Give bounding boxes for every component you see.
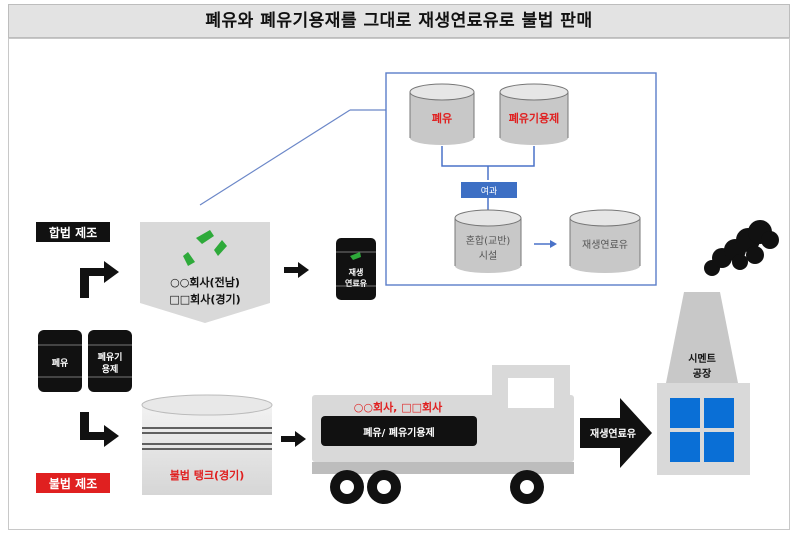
truck-cargo: 폐유/ 폐유기용제 [363, 426, 435, 439]
legal-label: 합법 제조 [49, 225, 97, 240]
drum-waste-oil-label: 폐유 [52, 357, 69, 369]
tanker-truck: ○○회사, □□회사 폐유/ 폐유기용제 [312, 365, 574, 504]
company-line-2: □□회사(경기) [169, 292, 240, 306]
illegal-tank-label: 불법 탱크(경기) [170, 468, 245, 482]
recycle-icon [183, 230, 227, 266]
smoke-icon [704, 220, 779, 276]
drum-regen-fuel: 재생 연료유 [336, 238, 376, 300]
truck-wheel-3 [510, 470, 544, 504]
cement-factory: 시멘트 공장 [657, 292, 750, 475]
drum-regen-label-1: 재생 [349, 267, 364, 277]
illegal-label-box [36, 473, 110, 493]
inset-product-tank: 재생연료유 [569, 209, 641, 273]
factory-label-1: 시멘트 [688, 352, 716, 365]
company-line-1: ○○회사(전남) [170, 275, 240, 289]
illegal-label: 불법 제조 [49, 476, 97, 491]
arrow-to-truck [281, 431, 306, 447]
elbow-arrow-up [80, 261, 119, 298]
mix-label-1: 혼합(교반) [466, 234, 511, 247]
truck-wheel-1 [330, 470, 364, 504]
drum-organic-solvent-label-2: 용제 [102, 363, 119, 375]
illegal-tank: 불법 탱크(경기) [141, 394, 273, 495]
inset-tank2-label: 폐유기용제 [509, 111, 560, 125]
filter-label: 여과 [481, 185, 498, 197]
diagram-frame [8, 38, 790, 530]
legal-company-box: ○○회사(전남) □□회사(경기) [140, 222, 270, 323]
arrow-label: 재생연료유 [590, 427, 636, 440]
truck-wheel-2 [367, 470, 401, 504]
drum-organic-solvent-label-1: 폐유기 [98, 351, 123, 363]
inset-tank-waste-oil: 폐유 [409, 83, 475, 145]
arrow-to-factory [580, 398, 652, 468]
drum-regen-label-2: 연료유 [345, 278, 368, 288]
factory-label-2: 공장 [693, 367, 712, 380]
filter-box [461, 182, 517, 198]
inset-tank1-label: 폐유 [432, 111, 452, 125]
elbow-arrow-down [80, 412, 119, 447]
drum-waste-oil: 폐유 [38, 330, 82, 392]
truck-companies: ○○회사, □□회사 [354, 400, 443, 414]
inset-mixing-facility: 혼합(교반) 시설 [454, 209, 522, 273]
legal-label-box [36, 222, 110, 242]
mix-label-2: 시설 [479, 250, 497, 262]
drum-organic-solvent: 폐유기 용제 [88, 330, 132, 392]
callout-line-1 [199, 109, 351, 206]
arrow-to-product-head [550, 240, 557, 248]
product-label: 재생연료유 [582, 239, 628, 251]
inset-tank-solvent: 폐유기용제 [499, 83, 569, 145]
arrow-to-regen-drum [284, 262, 309, 278]
page-title: 폐유와 폐유기용재를 그대로 재생연료유로 불법 판매 [8, 4, 790, 38]
